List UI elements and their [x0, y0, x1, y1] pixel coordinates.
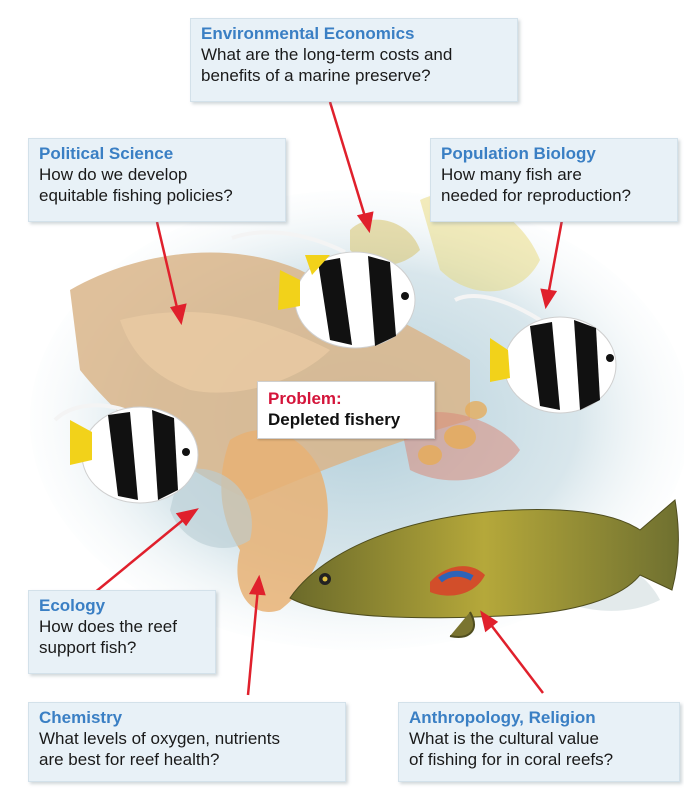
- problem-text: Depleted fishery: [268, 409, 424, 430]
- political-science-line-2: equitable fishing policies?: [39, 185, 277, 206]
- anthropology-religion-box: Anthropology, Religion What is the cultu…: [398, 702, 680, 782]
- arrow-anthropology-religion: [482, 613, 543, 693]
- chemistry-line-2: are best for reef health?: [39, 749, 337, 770]
- environmental-economics-heading: Environmental Economics: [201, 24, 509, 44]
- political-science-box: Political Science How do we develop equi…: [28, 138, 286, 222]
- population-biology-line-1: How many fish are: [441, 164, 669, 185]
- environmental-economics-line-1: What are the long-term costs and: [201, 44, 509, 65]
- anthropology-religion-line-1: What is the cultural value: [409, 728, 671, 749]
- chemistry-line-1: What levels of oxygen, nutrients: [39, 728, 337, 749]
- problem-box: Problem: Depleted fishery: [257, 381, 435, 439]
- population-biology-line-2: needed for reproduction?: [441, 185, 669, 206]
- ecology-line-2: support fish?: [39, 637, 207, 658]
- political-science-line-1: How do we develop: [39, 164, 277, 185]
- anthropology-religion-line-2: of fishing for in coral reefs?: [409, 749, 671, 770]
- ecology-box: Ecology How does the reef support fish?: [28, 590, 216, 674]
- ecology-line-1: How does the reef: [39, 616, 207, 637]
- political-science-heading: Political Science: [39, 144, 277, 164]
- anthropology-religion-heading: Anthropology, Religion: [409, 708, 671, 728]
- environmental-economics-box: Environmental Economics What are the lon…: [190, 18, 518, 102]
- ecology-heading: Ecology: [39, 596, 207, 616]
- environmental-economics-line-2: benefits of a marine preserve?: [201, 65, 509, 86]
- population-biology-box: Population Biology How many fish are nee…: [430, 138, 678, 222]
- chemistry-heading: Chemistry: [39, 708, 337, 728]
- chemistry-box: Chemistry What levels of oxygen, nutrien…: [28, 702, 346, 782]
- population-biology-heading: Population Biology: [441, 144, 669, 164]
- problem-label: Problem:: [268, 388, 424, 409]
